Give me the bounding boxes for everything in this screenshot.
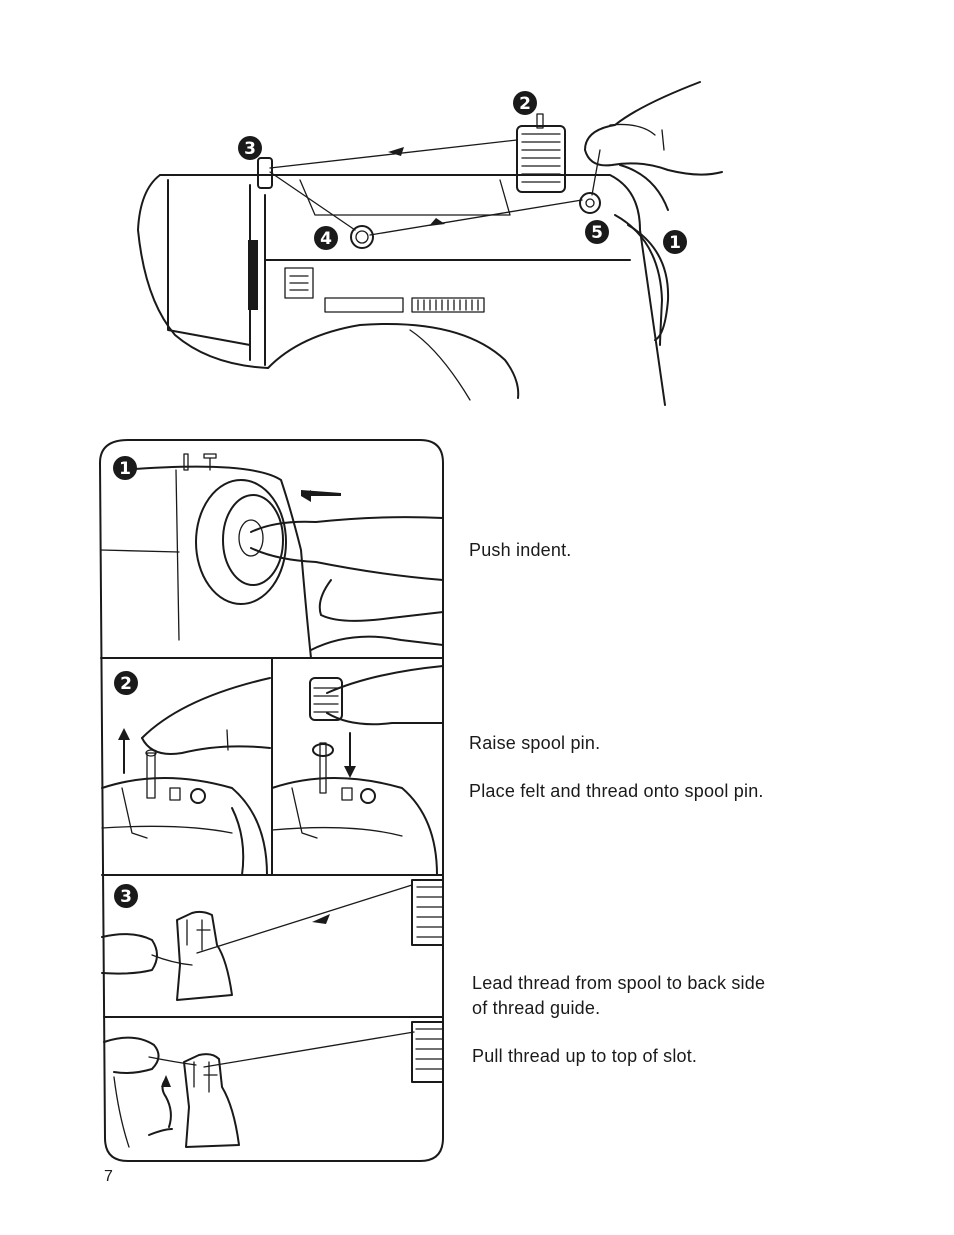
instruction-lead-thread-line1: Lead thread from spool to back side xyxy=(472,971,765,995)
panel-1-badge: 1 xyxy=(113,456,137,480)
panel-2-place-felt-drawing xyxy=(272,658,443,875)
panel-2-raise-spool-pin-drawing: 2 xyxy=(102,658,272,875)
callout-badge-3: 3 xyxy=(238,136,262,160)
callout-badge-1: 1 xyxy=(663,230,687,254)
svg-text:5: 5 xyxy=(591,223,603,243)
machine-top-illustration: 2 3 4 5 1 xyxy=(0,0,954,420)
svg-text:2: 2 xyxy=(519,94,531,114)
panel-2-badge: 2 xyxy=(114,671,138,695)
svg-text:1: 1 xyxy=(119,459,131,479)
instruction-push-indent: Push indent. xyxy=(469,538,571,562)
panel-3-lead-thread-drawing: 3 xyxy=(102,875,443,1017)
svg-text:3: 3 xyxy=(120,887,132,907)
instruction-place-felt: Place felt and thread onto spool pin. xyxy=(469,779,764,803)
svg-text:3: 3 xyxy=(244,139,256,159)
instruction-lead-thread-line2: of thread guide. xyxy=(472,996,600,1020)
instruction-raise-spool-pin: Raise spool pin. xyxy=(469,731,600,755)
page-number: 7 xyxy=(104,1168,113,1186)
callout-badge-4: 4 xyxy=(314,226,338,250)
panel-3-pull-thread-drawing xyxy=(104,1017,443,1161)
callout-badge-5: 5 xyxy=(585,220,609,244)
panel-1-push-indent-drawing: 1 xyxy=(101,440,443,658)
svg-text:4: 4 xyxy=(320,229,332,249)
svg-text:2: 2 xyxy=(120,674,132,694)
panel-3-badge: 3 xyxy=(114,884,138,908)
svg-text:1: 1 xyxy=(669,233,681,253)
callout-badge-2: 2 xyxy=(513,91,537,115)
instruction-pull-thread: Pull thread up to top of slot. xyxy=(472,1044,697,1068)
